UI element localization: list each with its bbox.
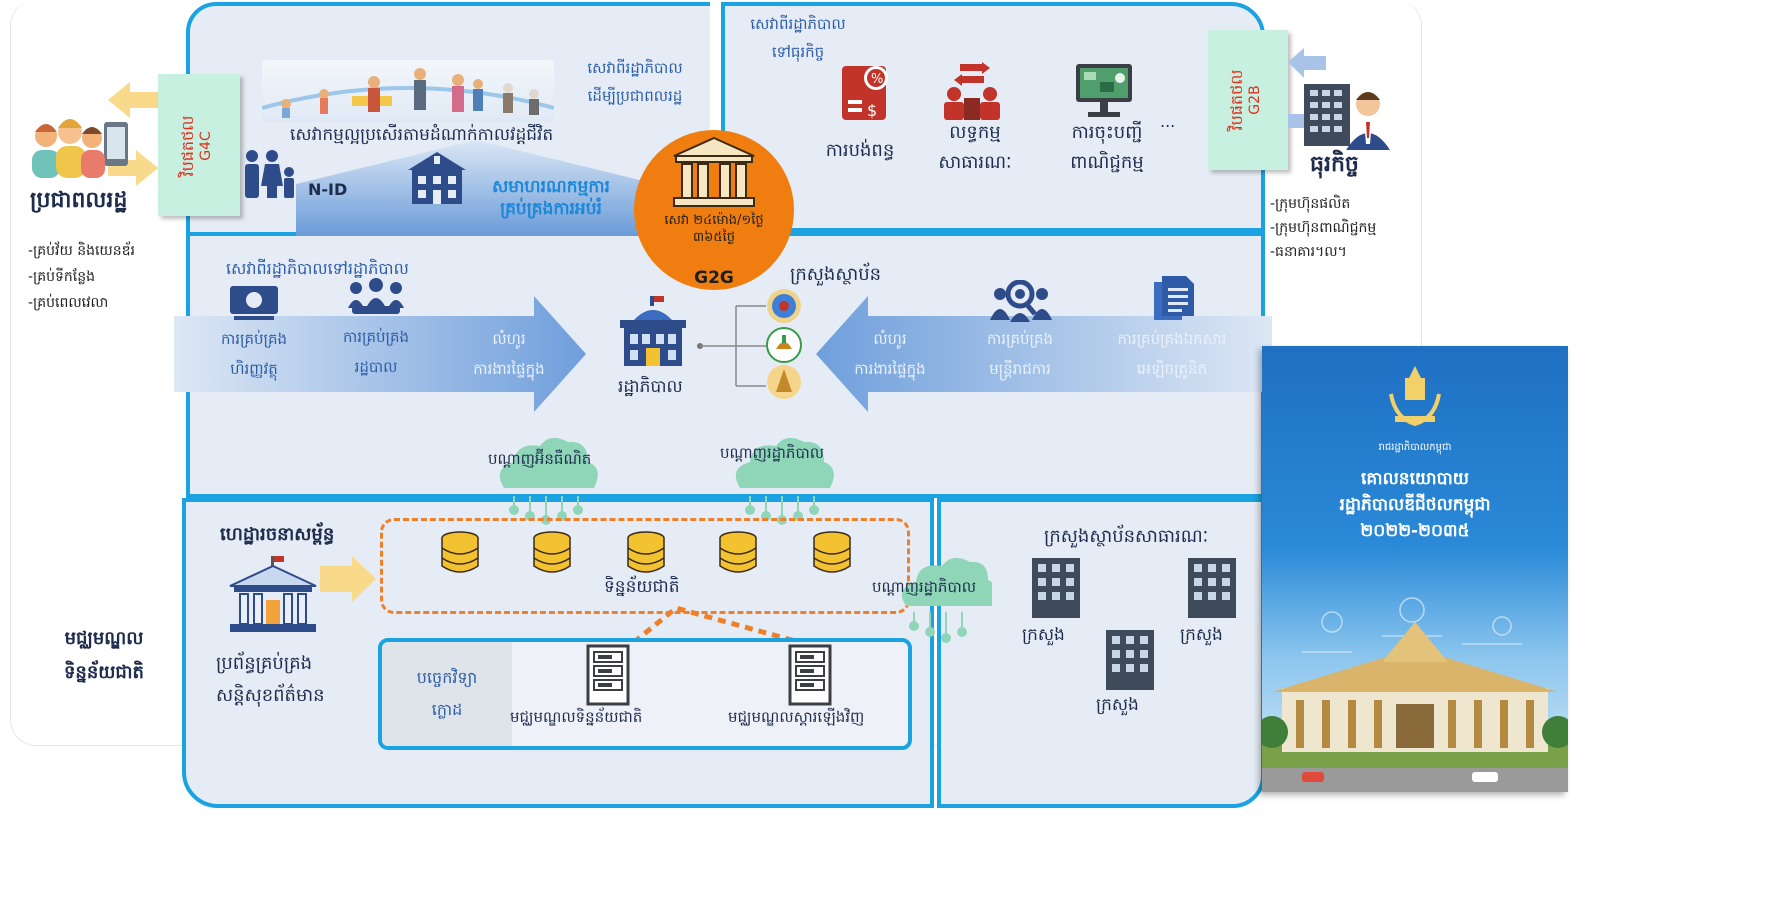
replication-links <box>610 605 807 662</box>
g4c-portal[interactable]: វិបផតថល G4C <box>158 74 240 216</box>
internet-cloud-icon <box>499 437 598 525</box>
ministry-seal-1 <box>767 289 801 323</box>
gov-network-cloud-label-2: បណ្តាញរដ្ឋាភិបាល <box>872 578 977 596</box>
g4c-up-arrow <box>296 140 656 236</box>
gov-network-cloud-label: បណ្តាញរដ្ឋាភិបាល <box>720 444 825 462</box>
list-item: -ក្រុមហ៊ុនពាណិជ្ជកម្ម <box>1270 220 1377 236</box>
drc-label: មជ្ឈមណ្ឌលស្តារឡើងវិញ <box>728 708 865 726</box>
server-rack-icon <box>586 644 630 706</box>
national-data-center-side-label: មជ្ឈមណ្ឌល ទិន្នន័យជាតិ <box>64 628 144 683</box>
g2b-portal[interactable]: វិបផតថល G2B <box>1208 30 1288 170</box>
database-icon <box>441 531 479 573</box>
g2g-left-item-admin: ការគ្រប់គ្រង រដ្ឋបាល <box>342 328 410 376</box>
internet-cloud-label: បណ្តាញអ៊ីនធឺណិត <box>488 450 592 468</box>
list-item: -គ្រប់ពេលវេលា <box>28 295 109 311</box>
ministry-label: ក្រសួង <box>1022 625 1065 645</box>
meeting-icon <box>348 278 404 314</box>
cloud-tech-label-box: បច្ចេកវិទ្យា ក្លោដ <box>382 642 512 746</box>
ministry-label: ក្រសួង <box>1180 625 1223 645</box>
g2b-portal-label: វិបផតថល G2B <box>1227 69 1263 131</box>
life-events-illustration <box>261 60 555 122</box>
public-institutions-heading: ក្រសួងស្ថាប័នសាធារណៈ <box>1044 526 1209 547</box>
book-palace-illustration <box>1262 597 1568 792</box>
database-icon <box>533 531 571 573</box>
g2b-item-procurement: លទ្ធកម្ម សាធារណៈ <box>938 122 1012 173</box>
education-integration-label: សមាហរណកម្មការ គ្រប់គ្រងការអប់រំ <box>492 177 610 219</box>
ministries-label: ក្រសួងស្ថាប័ន <box>790 264 882 285</box>
g2g-left-item-finance: ការគ្រប់គ្រង ហិរញ្ញវត្ថុ <box>220 330 288 378</box>
procurement-icon <box>944 62 1000 120</box>
book-title: គោលនយោបាយ រដ្ឋាភិបាលឌីជីថលកម្ពុជា ២០២២-២… <box>1339 469 1491 541</box>
family-icon <box>245 150 294 198</box>
national-data-box <box>380 518 910 614</box>
g2b-item-tax: ការបង់ពន្ធ <box>825 140 895 161</box>
database-icon <box>627 531 665 573</box>
money-icon <box>230 286 278 320</box>
list-item: -គ្រប់ទីកន្លែង <box>28 269 95 285</box>
government-label: រដ្ឋាភិបាល <box>618 377 683 397</box>
security-building-icon <box>229 556 317 632</box>
g2b-more: ... <box>1160 112 1176 131</box>
school-icon <box>408 152 466 204</box>
infrastructure-label: ហេដ្ឋារចនាសម្ព័ន្ធ <box>220 524 335 545</box>
gov-network-cloud-icon-2 <box>901 557 992 643</box>
business-bullet-list: -ក្រុមហ៊ុនផលិត -ក្រុមហ៊ុនពាណិជ្ជកម្ម -ធន… <box>1270 192 1376 264</box>
public-institutions-panel <box>937 498 1265 808</box>
list-item: -គ្រប់វ័យ និងយេនឌ័រ <box>28 243 135 259</box>
g2b-heading: សេវាពីរដ្ឋាភិបាល ទៅធុរកិច្ច <box>750 15 846 61</box>
ministry-building-icon <box>1032 558 1080 618</box>
g2g-right-item-workflow: លំហូរ ការងារផ្ទៃក្នុង <box>854 330 926 378</box>
ndc-label: មជ្ឈមណ្ឌលទិន្នន័យជាតិ <box>510 708 643 726</box>
nid-label: N-ID <box>308 180 348 199</box>
citizens-arrows <box>108 82 158 186</box>
ministry-building-icon <box>1106 630 1154 690</box>
server-rack-icon <box>788 644 832 706</box>
database-icon <box>813 531 851 573</box>
document-icon <box>1154 276 1194 320</box>
citizens-bullet-list: -គ្រប់វ័យ និងយេនឌ័រ -គ្រប់ទីកន្លែង -គ្រប… <box>28 238 135 316</box>
g4c-heading: សេវាពីរដ្ឋាភិបាល ដើម្បីប្រជាពលរដ្ឋ <box>587 59 683 105</box>
tax-payment-icon: % $ <box>842 66 888 120</box>
citizens-title: ប្រជាពលរដ្ឋ <box>30 188 128 213</box>
government-building-icon <box>620 296 686 366</box>
ministry-building-icon <box>1188 558 1236 618</box>
national-data-label: ទិន្នន័យជាតិ <box>604 577 680 597</box>
g2g-right-item-staff: ការគ្រប់គ្រង មន្ត្រីរាជការ <box>986 330 1054 378</box>
list-item: -ធនាគារ។ល។ <box>1270 244 1347 260</box>
gov-network-cloud-icon <box>735 437 834 525</box>
svg-text:%: % <box>871 72 883 87</box>
g2g-heading: សេវាពីរដ្ឋាភិបាលទៅរដ្ឋាភិបាល <box>226 259 409 278</box>
svg-text:$: $ <box>867 101 877 120</box>
courthouse-icon <box>673 136 755 207</box>
royal-crest-icon <box>1389 366 1441 427</box>
hub-service-hours: សេវា ២៤ម៉ោង/១ថ្ងៃ ៣៦៥ថ្ងៃ <box>664 213 764 245</box>
ministry-label: ក្រសួង <box>1096 695 1139 715</box>
policy-book-cover: រាជរដ្ឋាភិបាលកម្ពុជា គោលនយោបាយ រដ្ឋាភិបា… <box>1262 346 1568 792</box>
infra-arrow <box>320 556 376 602</box>
security-system-label: ប្រព័ន្ធគ្រប់គ្រង សន្តិសុខព័ត៌មាន <box>216 653 325 706</box>
g4c-portal-label: វិបផតថល G4C <box>178 115 214 177</box>
staff-search-icon <box>990 280 1052 322</box>
g2b-item-registration: ការចុះបញ្ជី ពាណិជ្ជកម្ម <box>1070 122 1144 173</box>
citizens-group-icon <box>32 119 128 178</box>
business-building-icon <box>1304 84 1390 150</box>
g2g-right-arrow-band <box>816 296 1272 412</box>
g2g-left-arrow-band <box>174 296 586 412</box>
ministry-seal-2 <box>766 327 802 363</box>
book-org-label: រាជរដ្ឋាភិបាលកម្ពុជា <box>1378 442 1452 453</box>
g2g-right-item-documents: ការគ្រប់គ្រងឯកសារ អេឡិចត្រូនិក <box>1117 330 1227 378</box>
life-events-label: សេវាកម្មល្អប្រសើរតាមដំណាក់កាលវដ្តជីវិត <box>290 125 554 145</box>
ministry-seal-3 <box>767 365 801 399</box>
hub-code: G2G <box>694 268 734 288</box>
business-registration-icon <box>1076 64 1132 117</box>
business-title: ធុរកិច្ច <box>1310 152 1359 177</box>
ministry-connectors <box>697 305 766 387</box>
list-item: -ក្រុមហ៊ុនផលិត <box>1270 196 1351 212</box>
g2g-left-item-workflow: លំហូរ ការងារផ្ទៃក្នុង <box>473 330 545 378</box>
database-icon <box>719 531 757 573</box>
